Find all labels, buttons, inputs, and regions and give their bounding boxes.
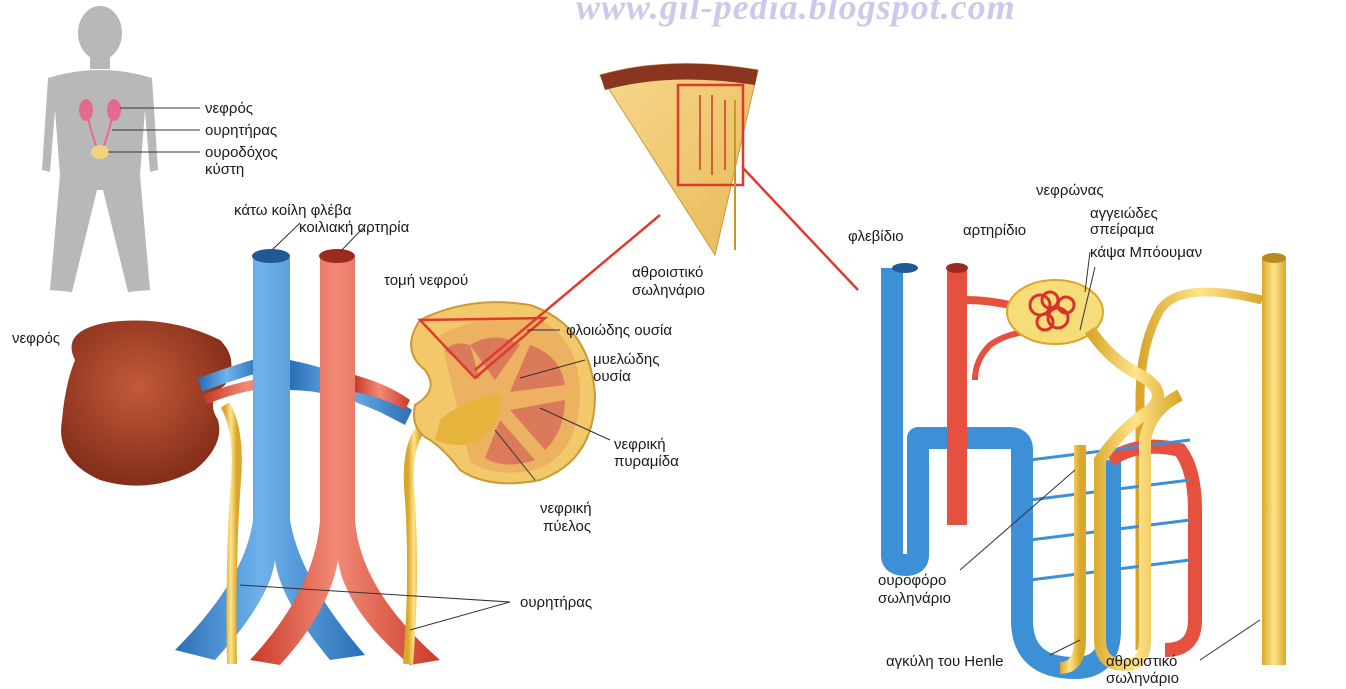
label-glomerulus-2: σπείραμα bbox=[1090, 221, 1154, 239]
label-wedge-collecting-2: σωληνάριο bbox=[632, 282, 705, 300]
label-nephron: νεφρώνας bbox=[1036, 182, 1104, 200]
label-ureter: ουρητήρας bbox=[520, 594, 592, 612]
label-pyramid-2: πυραμίδα bbox=[614, 453, 679, 471]
renal-wedge bbox=[600, 64, 758, 255]
label-bowman: κάψα Μπόουμαν bbox=[1090, 244, 1202, 262]
label-uriniferous-1: ουροφόρο bbox=[878, 572, 946, 590]
label-henle: αγκύλη του Henle bbox=[886, 653, 1004, 671]
watermark-url: www.gil-pedia.blogspot.com bbox=[576, 0, 1016, 28]
human-body-silhouette bbox=[42, 6, 158, 292]
label-body-bladder-1: ουροδόχος bbox=[205, 144, 278, 162]
label-body-ureter: ουρητήρας bbox=[205, 122, 277, 140]
label-body-kidney: νεφρός bbox=[205, 100, 253, 118]
label-medulla-1: μυελώδης bbox=[593, 351, 659, 369]
label-wedge-collecting-1: αθροιστικό bbox=[632, 264, 703, 282]
label-vena-cava: κάτω κοίλη φλέβα bbox=[234, 202, 352, 220]
label-kidney: νεφρός bbox=[12, 330, 60, 348]
label-pelvis-1: νεφρική bbox=[540, 500, 592, 518]
label-nephron-collecting-2: σωληνάριο bbox=[1106, 670, 1179, 688]
label-pyramid-1: νεφρική bbox=[614, 436, 666, 454]
label-venule: φλεβίδιο bbox=[848, 228, 904, 246]
label-kidney-section: τομή νεφρού bbox=[384, 272, 468, 290]
label-aorta: κοιλιακή αρτηρία bbox=[299, 219, 409, 237]
nephron-detail bbox=[892, 253, 1318, 668]
label-uriniferous-2: σωληνάριο bbox=[878, 590, 951, 608]
left-ureter bbox=[225, 405, 237, 664]
label-nephron-collecting-1: αθροιστικό bbox=[1106, 653, 1177, 671]
label-pelvis-2: πύελος bbox=[543, 518, 591, 536]
label-medulla-2: ουσία bbox=[593, 368, 631, 386]
label-arteriole: αρτηρίδιο bbox=[963, 222, 1026, 240]
label-cortex: φλοιώδης ουσία bbox=[566, 322, 672, 340]
label-body-bladder-2: κύστη bbox=[205, 161, 244, 179]
